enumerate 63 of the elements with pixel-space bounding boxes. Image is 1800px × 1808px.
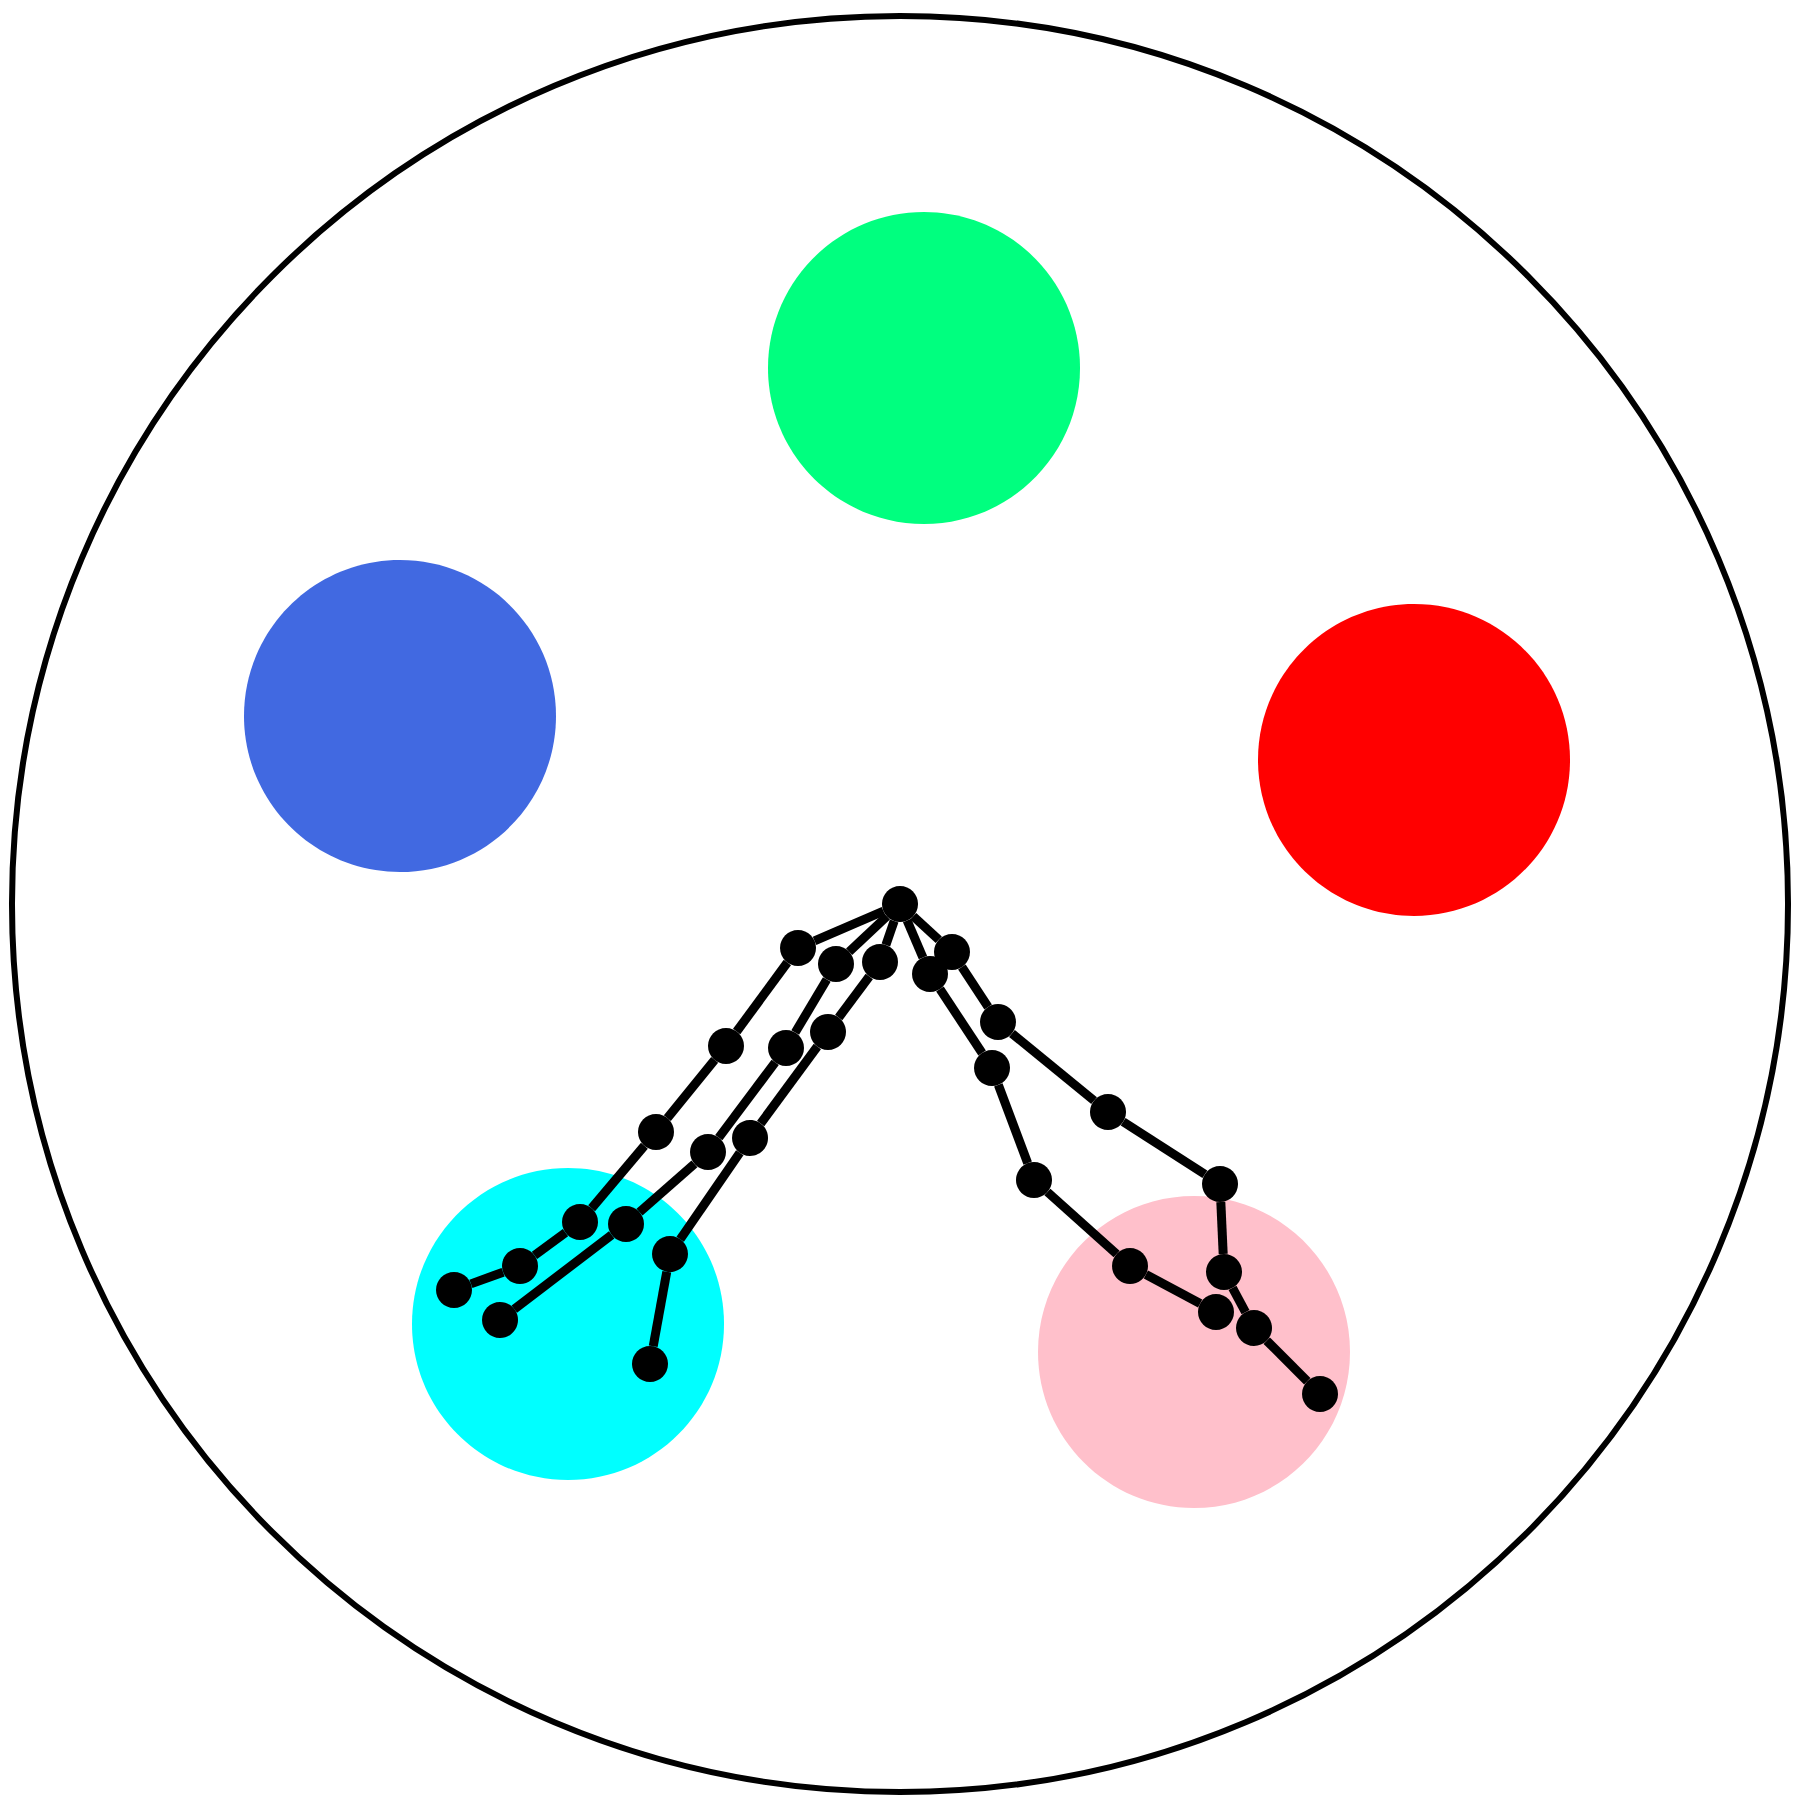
dot — [632, 1346, 668, 1382]
line-segment — [588, 1142, 648, 1212]
dot — [934, 934, 970, 970]
dot — [708, 1028, 744, 1064]
dot — [608, 1206, 644, 1242]
line-segment — [1143, 1270, 1203, 1308]
dot — [436, 1272, 472, 1308]
line-segment — [1009, 1029, 1097, 1105]
dot — [780, 930, 816, 966]
line-segment — [902, 918, 928, 960]
line-segment — [936, 986, 986, 1056]
dot — [882, 886, 918, 922]
line-segment — [791, 977, 831, 1035]
dot — [1016, 1162, 1052, 1198]
line-segment — [733, 959, 791, 1035]
dot — [1198, 1294, 1234, 1330]
disc — [412, 1168, 724, 1480]
line-segment — [1263, 1337, 1311, 1385]
dot — [810, 1014, 846, 1050]
dot — [862, 944, 898, 980]
disc — [1038, 1196, 1350, 1508]
line-segment — [1216, 1201, 1228, 1255]
line-segment — [910, 912, 942, 944]
dot — [1236, 1310, 1272, 1346]
line-segment — [663, 1057, 719, 1121]
dot — [1112, 1248, 1148, 1284]
line-segment — [636, 1160, 698, 1216]
dot — [768, 1030, 804, 1066]
dot — [980, 1004, 1016, 1040]
line-segment — [835, 973, 873, 1021]
dot — [732, 1120, 768, 1156]
line-segment — [531, 1229, 569, 1259]
outer-circle — [9, 13, 1791, 1795]
dot — [482, 1302, 518, 1338]
dot — [652, 1236, 688, 1272]
dot — [502, 1248, 538, 1284]
dot — [1302, 1376, 1338, 1412]
dot — [912, 956, 948, 992]
dot — [562, 1204, 598, 1240]
dot — [690, 1134, 726, 1170]
line-segment — [958, 964, 992, 1010]
dot — [1202, 1166, 1238, 1202]
dot — [638, 1114, 674, 1150]
dot — [1206, 1254, 1242, 1290]
line-segment — [648, 1270, 672, 1348]
disc — [768, 212, 1080, 524]
line-segment — [676, 1150, 744, 1242]
line-segment — [881, 919, 899, 947]
line-segment — [1228, 1285, 1250, 1315]
line-segment — [1044, 1188, 1120, 1258]
line-segment — [812, 907, 886, 945]
line-segment — [715, 1059, 779, 1141]
line-segment — [994, 1083, 1032, 1165]
line-segment — [511, 1231, 615, 1313]
line-segment — [846, 913, 890, 955]
line-segment — [469, 1267, 505, 1289]
dot — [974, 1050, 1010, 1086]
disc — [244, 560, 556, 872]
dot — [1090, 1094, 1126, 1130]
dot — [818, 946, 854, 982]
line-segment — [757, 1043, 821, 1127]
line-segment — [1120, 1117, 1208, 1179]
disc — [1258, 604, 1570, 916]
